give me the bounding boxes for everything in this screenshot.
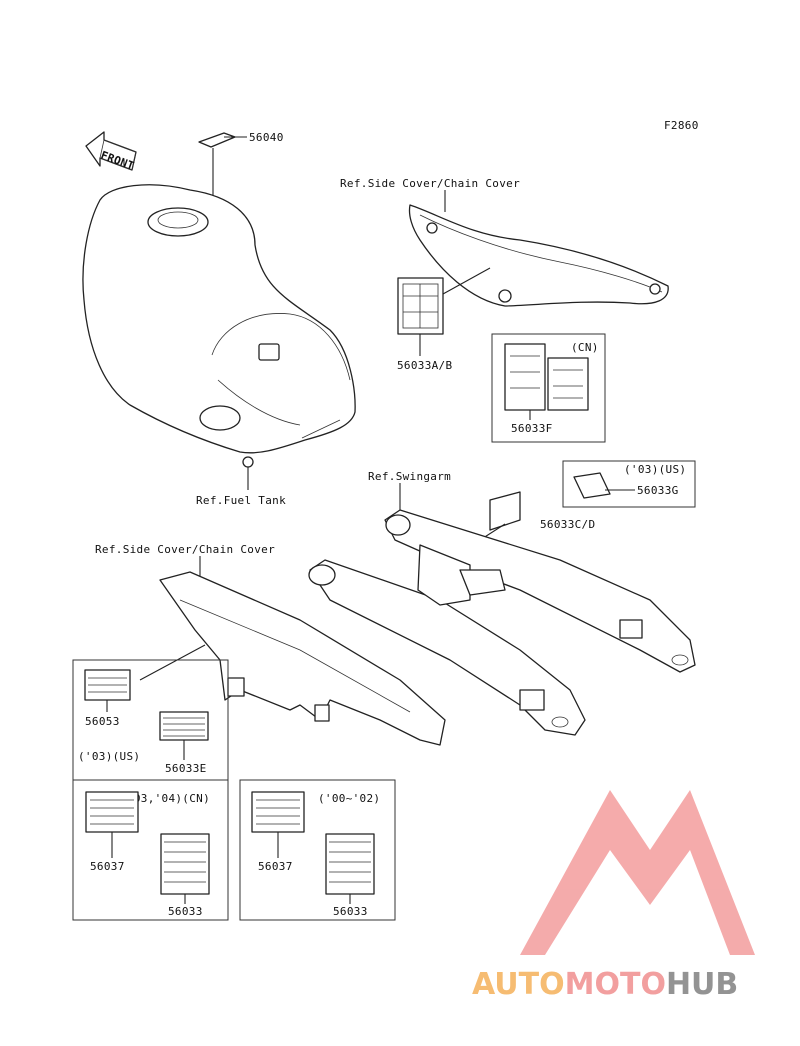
ref-side-cover-top: Ref.Side Cover/Chain Cover — [340, 177, 520, 190]
decal-56037-b — [251, 791, 305, 858]
watermark-auto: AUTO — [472, 967, 565, 1002]
watermark-hub: HUB — [666, 967, 738, 1002]
chain-cover-drawing — [159, 571, 446, 746]
cn0304-variant-box — [72, 779, 229, 921]
us03-label-b: ('03)(US) — [78, 750, 140, 763]
ref-side-cover-bottom: Ref.Side Cover/Chain Cover — [95, 543, 275, 556]
decal-56033ab — [397, 267, 491, 356]
part-56033-a: 56033 — [168, 905, 203, 918]
part-56040: 56040 — [249, 131, 284, 144]
cn0304-label: ('03,'04)(CN) — [120, 792, 210, 805]
svg-text:AUTOMOTOHUB: AUTOMOTOHUB — [472, 967, 738, 1002]
fuel-tank-drawing — [82, 184, 356, 490]
part-56033cd: 56033C/D — [540, 518, 595, 531]
decal-56053 — [84, 669, 131, 712]
ref-swingarm: Ref.Swingarm — [368, 470, 451, 483]
ref-fuel-tank: Ref.Fuel Tank — [196, 494, 286, 507]
y0002-label: ('00~'02) — [318, 792, 380, 805]
watermark-moto: MOTO — [565, 967, 666, 1002]
part-56037-a: 56037 — [90, 860, 125, 873]
y0002-variant-box — [239, 779, 396, 921]
automotohub-logo: AUTOMOTOHUB — [472, 790, 755, 1002]
part-56033f: 56033F — [511, 422, 553, 435]
swingarm-drawing — [308, 509, 696, 736]
us03-variant-box — [562, 460, 696, 508]
decal-56037-a — [85, 791, 139, 858]
side-cover-top-drawing — [408, 204, 669, 307]
decal-56033f — [504, 343, 589, 420]
part-56033ab: 56033A/B — [397, 359, 452, 372]
part-56033e: 56033E — [165, 762, 207, 775]
cn-variant-box — [491, 333, 606, 443]
part-56033-b: 56033 — [333, 905, 368, 918]
part-56033g: 56033G — [637, 484, 679, 497]
decal-56033g — [573, 472, 611, 499]
cn-label-top: (CN) — [571, 341, 599, 354]
decal-56033e — [159, 711, 209, 760]
us03-label: ('03)(US) — [624, 463, 686, 476]
part-56053: 56053 — [85, 715, 120, 728]
front-arrow-icon: FRONT — [85, 131, 137, 173]
decal-56033-a — [160, 833, 210, 904]
figure-code: F2860 — [664, 119, 699, 132]
part-56037-b: 56037 — [258, 860, 293, 873]
decal-56033cd — [479, 491, 521, 541]
decal-56033-b — [325, 833, 375, 904]
